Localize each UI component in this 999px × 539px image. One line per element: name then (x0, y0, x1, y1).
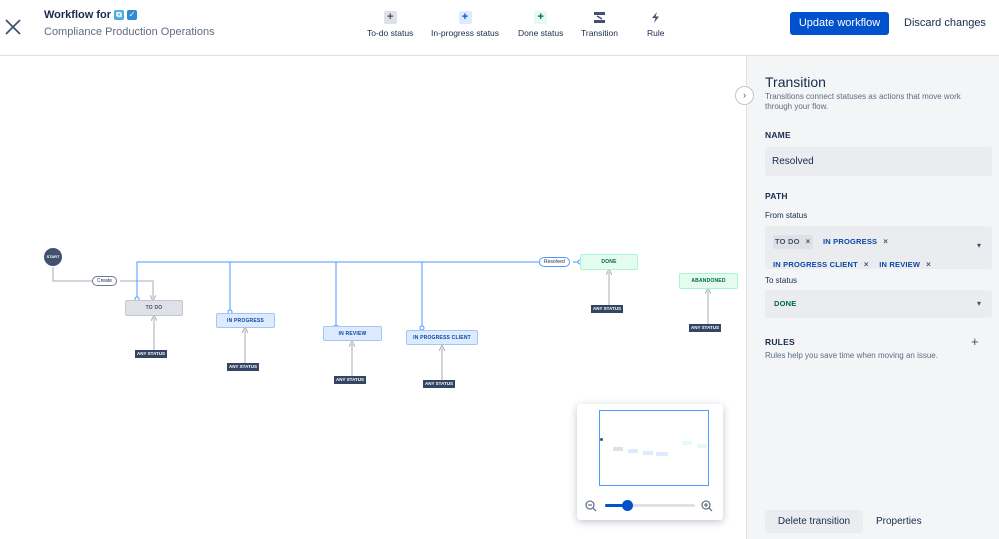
create-transition-label[interactable]: Create (92, 276, 118, 286)
plus-green-icon: + (534, 11, 548, 24)
minimap-node (628, 449, 638, 453)
subtask-icon: ⧉ (114, 10, 125, 20)
tool-label: Rule (647, 28, 665, 38)
status-node-in-progress-client[interactable]: IN PROGRESS CLIENT (406, 330, 478, 345)
any-status-badge[interactable]: ANY STATUS (334, 376, 367, 384)
tag-label: IN PROGRESS CLIENT (773, 259, 858, 269)
minimap-start (600, 438, 603, 441)
minimap-node (682, 441, 692, 445)
to-status-value: DONE (774, 299, 797, 308)
from-status-label: From status (765, 211, 808, 220)
properties-button[interactable]: Properties (876, 516, 922, 527)
tool-label: In-progress status (431, 28, 500, 38)
chevron-down-icon: ▾ (976, 299, 981, 308)
add-todo-status-button[interactable]: + To-do status (367, 11, 413, 38)
from-tag-in-progress-client: IN PROGRESS CLIENT × (773, 257, 869, 271)
name-heading: NAME (765, 130, 791, 140)
any-status-badge[interactable]: ANY STATUS (227, 363, 260, 371)
tool-label: Transition (581, 28, 619, 38)
plus-blue-icon: + (458, 11, 472, 24)
task-check-icon: ✓ (127, 10, 138, 20)
project-name: Compliance Production Operations (44, 26, 215, 38)
tag-label: TO DO (775, 237, 800, 246)
zoom-slider[interactable] (605, 500, 695, 511)
lightning-icon (649, 11, 662, 24)
zoom-slider-fill (605, 504, 627, 507)
discard-changes-button[interactable]: Discard changes (904, 17, 986, 29)
transition-icon (593, 11, 606, 24)
zoom-out-icon[interactable] (585, 499, 597, 512)
status-node-todo[interactable]: TO DO (125, 300, 183, 316)
workflow-title: Workflow for ⧉ ✓ (44, 9, 138, 21)
workflow-title-text: Workflow for (44, 9, 112, 21)
from-status-select[interactable]: TO DO× IN PROGRESS× IN PROGRESS CLIENT× … (765, 226, 992, 269)
delete-transition-button[interactable]: Delete transition (765, 510, 863, 533)
status-node-abandoned[interactable]: ABANDONED (679, 273, 738, 289)
zoom-in-icon[interactable] (701, 499, 713, 512)
minimap-node (656, 452, 668, 456)
add-rule-button[interactable]: Rule (647, 11, 664, 38)
panel-title: Transition (765, 74, 826, 90)
status-node-done[interactable]: DONE (580, 254, 638, 270)
add-rule-plus-icon[interactable]: + (971, 334, 979, 349)
collapse-panel-button[interactable]: › (735, 86, 754, 105)
create-line (120, 280, 153, 298)
rules-heading: RULES (765, 337, 795, 347)
remove-tag-icon[interactable]: × (926, 259, 932, 269)
status-node-in-review[interactable]: IN REVIEW (323, 326, 382, 341)
minimap[interactable] (577, 404, 723, 520)
to-status-label: To status (765, 276, 798, 285)
tag-label: IN REVIEW (879, 259, 921, 269)
close-icon[interactable] (4, 16, 22, 36)
minimap-node (613, 447, 623, 451)
any-status-badge[interactable]: ANY STATUS (423, 380, 456, 388)
status-node-in-progress[interactable]: IN PROGRESS (216, 313, 275, 328)
add-done-status-button[interactable]: + Done status (518, 11, 563, 38)
tool-label: Done status (518, 28, 564, 38)
remove-tag-icon[interactable]: × (805, 237, 811, 246)
tool-label: To-do status (367, 28, 414, 38)
start-line (52, 267, 92, 282)
to-status-select[interactable]: DONE ▾ (765, 290, 992, 318)
remove-tag-icon[interactable]: × (863, 259, 869, 269)
resolved-line (136, 261, 539, 300)
start-node[interactable]: START (44, 248, 62, 266)
remove-tag-icon[interactable]: × (883, 237, 889, 246)
update-workflow-button[interactable]: Update workflow (790, 12, 889, 35)
panel-description: Transitions connect statuses as actions … (765, 92, 961, 111)
workflow-canvas[interactable]: START Create Resolved TO DO IN PROGRESS … (34, 56, 746, 539)
rules-description: Rules help you save time when moving an … (765, 351, 938, 360)
from-tag-todo: TO DO × (773, 234, 813, 249)
path-heading: PATH (765, 191, 788, 201)
zoom-slider-thumb[interactable] (622, 500, 633, 511)
chevron-down-icon: ▾ (976, 241, 981, 250)
add-in-progress-status-button[interactable]: + In-progress status (431, 11, 499, 38)
minimap-node (697, 444, 707, 448)
add-transition-button[interactable]: Transition (581, 11, 618, 38)
minimap-viewport[interactable] (599, 410, 709, 486)
any-status-badge[interactable]: ANY STATUS (135, 350, 168, 358)
any-status-badge[interactable]: ANY STATUS (591, 305, 624, 313)
transition-name-input[interactable] (765, 147, 992, 176)
tag-label: IN PROGRESS (822, 237, 878, 246)
from-tag-in-progress: IN PROGRESS × (823, 235, 888, 249)
from-tag-in-review: IN REVIEW × (879, 257, 931, 271)
plus-grey-icon: + (383, 11, 397, 24)
chevron-right-icon: › (743, 90, 746, 100)
any-status-badge[interactable]: ANY STATUS (689, 324, 722, 332)
minimap-node (643, 451, 653, 455)
header: Workflow for ⧉ ✓ Compliance Production O… (0, 0, 999, 56)
transition-panel: Transition Transitions connect statuses … (746, 56, 999, 539)
resolved-transition-label[interactable]: Resolved (539, 257, 570, 267)
